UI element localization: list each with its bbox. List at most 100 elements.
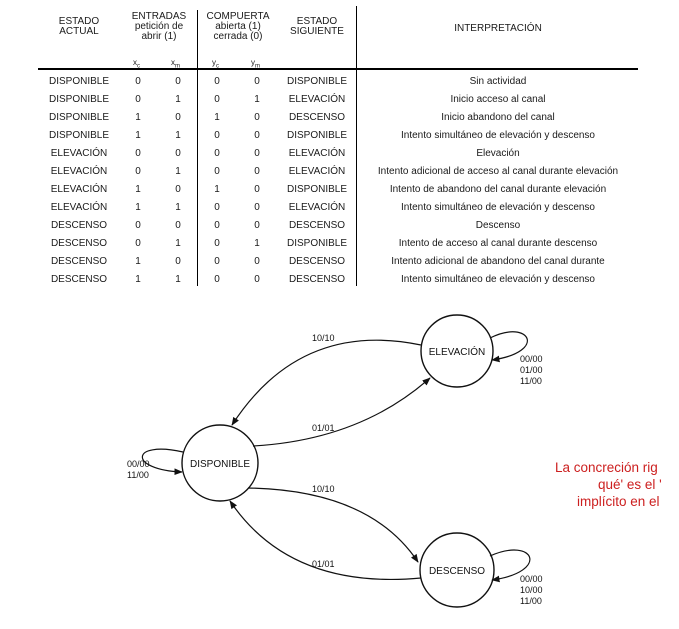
cell-estado-actual: ELEVACIÓN <box>50 202 108 213</box>
selfloop-elevacion <box>489 331 528 363</box>
cell-estado-siguiente: ELEVACIÓN <box>288 94 346 105</box>
cell-xm: 1 <box>175 130 181 141</box>
cell-ym: 0 <box>254 220 260 231</box>
cell-estado-siguiente: DESCENSO <box>288 274 346 285</box>
side-note-line-1: La concreción rig <box>555 460 658 475</box>
cell-yc: 0 <box>214 166 220 177</box>
cell-estado-actual: ELEVACIÓN <box>50 148 108 159</box>
cell-xm: 0 <box>175 112 181 123</box>
cell-ym: 1 <box>254 94 260 105</box>
cell-estado-siguiente: DISPONIBLE <box>286 184 348 195</box>
side-note-line-2: qué' es el ' <box>598 477 662 492</box>
state-descenso: DESCENSO <box>419 532 495 608</box>
cell-interpretacion: Intento simultáneo de elevación y descen… <box>400 130 595 141</box>
cell-estado-siguiente: ELEVACIÓN <box>288 148 346 159</box>
cell-interpretacion: Intento adicional de acceso al canal dur… <box>377 166 619 177</box>
cell-yc: 0 <box>214 256 220 267</box>
cell-xm: 1 <box>175 166 181 177</box>
cell-estado-siguiente: DESCENSO <box>288 220 346 231</box>
cell-ym: 0 <box>254 130 260 141</box>
cell-yc: 1 <box>214 112 220 123</box>
cell-yc: 0 <box>214 238 220 249</box>
selfloop-elevacion-label-2: 01/00 <box>520 365 543 375</box>
state-disponible-label: DISPONIBLE <box>190 459 250 470</box>
arrow-disponible-to-elevacion <box>252 377 431 447</box>
cell-xc: 0 <box>135 166 141 177</box>
state-descenso-label: DESCENSO <box>429 566 485 577</box>
column-divider-left <box>197 10 198 286</box>
selfloop-disponible-label-2: 11/00 <box>127 470 149 480</box>
label-disp-to-desc: 10/10 <box>312 484 335 494</box>
cell-xc: 0 <box>135 94 141 105</box>
cell-interpretacion: Intento adicional de abandono del canal … <box>391 256 605 267</box>
cell-ym: 0 <box>254 256 260 267</box>
selfloop-descenso-label-1: 00/00 <box>520 574 543 584</box>
cell-estado-actual: ELEVACIÓN <box>50 166 108 177</box>
cell-yc: 0 <box>214 220 220 231</box>
selfloop-descenso <box>489 549 531 583</box>
cell-estado-actual: DISPONIBLE <box>48 94 110 105</box>
subheader-yc: yc <box>212 58 219 70</box>
cell-xm: 1 <box>175 202 181 213</box>
cell-yc: 0 <box>214 94 220 105</box>
cell-xc: 0 <box>135 148 141 159</box>
column-divider-right <box>356 6 357 286</box>
cell-xm: 0 <box>175 184 181 195</box>
cell-ym: 0 <box>254 184 260 195</box>
cell-estado-actual: DESCENSO <box>50 274 108 285</box>
cell-estado-actual: DESCENSO <box>50 238 108 249</box>
side-note-line-3: implícito en el <box>577 494 660 509</box>
cell-xc: 1 <box>135 256 141 267</box>
cell-estado-siguiente: ELEVACIÓN <box>288 202 346 213</box>
cell-estado-siguiente: DESCENSO <box>288 256 346 267</box>
cell-yc: 0 <box>214 130 220 141</box>
cell-xc: 1 <box>135 202 141 213</box>
cell-ym: 0 <box>254 148 260 159</box>
cell-estado-actual: DISPONIBLE <box>48 112 110 123</box>
cell-ym: 0 <box>254 76 260 87</box>
selfloop-disponible <box>141 448 184 476</box>
header-entradas: ENTRADAS petición de abrir (1) <box>131 11 187 42</box>
state-disponible: DISPONIBLE <box>181 424 259 502</box>
cell-interpretacion: Intento simultáneo de elevación y descen… <box>400 202 595 213</box>
cell-interpretacion: Intento de abandono del canal durante el… <box>389 184 607 195</box>
cell-xm: 1 <box>175 274 181 285</box>
header-estado-actual: ESTADO ACTUAL <box>58 16 100 37</box>
cell-xm: 0 <box>175 148 181 159</box>
cell-interpretacion: Intento simultáneo de elevación y descen… <box>400 274 595 285</box>
cell-xm: 0 <box>175 220 181 231</box>
cell-estado-actual: DISPONIBLE <box>48 76 110 87</box>
cell-interpretacion: Elevación <box>476 148 520 159</box>
cell-yc: 0 <box>214 148 220 159</box>
cell-yc: 0 <box>214 76 220 87</box>
cell-xm: 0 <box>175 76 181 87</box>
cell-interpretacion: Inicio acceso al canal <box>450 94 546 105</box>
state-elevacion: ELEVACIÓN <box>420 314 494 388</box>
cell-xc: 0 <box>135 76 141 87</box>
header-estado-siguiente: ESTADO SIGUIENTE <box>290 16 344 37</box>
header-rule <box>38 68 638 70</box>
cell-yc: 0 <box>214 202 220 213</box>
subheader-xc: xc <box>133 58 140 70</box>
cell-ym: 0 <box>254 166 260 177</box>
cell-interpretacion: Intento de acceso al canal durante desce… <box>398 238 598 249</box>
subheader-ym: ym <box>251 58 260 70</box>
state-elevacion-label: ELEVACIÓN <box>429 345 486 358</box>
cell-estado-siguiente: DESCENSO <box>288 112 346 123</box>
cell-estado-siguiente: DISPONIBLE <box>286 130 348 141</box>
cell-ym: 0 <box>254 202 260 213</box>
cell-ym: 0 <box>254 274 260 285</box>
arrow-disponible-to-descenso <box>247 487 419 563</box>
selfloop-descenso-label-2: 10/00 <box>520 585 543 595</box>
cell-xc: 1 <box>135 130 141 141</box>
label-elev-to-disp: 10/10 <box>312 333 335 343</box>
cell-xc: 1 <box>135 184 141 195</box>
cell-ym: 0 <box>254 112 260 123</box>
cell-estado-siguiente: DISPONIBLE <box>286 238 348 249</box>
cell-yc: 1 <box>214 184 220 195</box>
cell-xm: 1 <box>175 94 181 105</box>
cell-estado-siguiente: DISPONIBLE <box>286 76 348 87</box>
cell-interpretacion: Descenso <box>475 220 521 231</box>
cell-estado-actual: ELEVACIÓN <box>50 184 108 195</box>
